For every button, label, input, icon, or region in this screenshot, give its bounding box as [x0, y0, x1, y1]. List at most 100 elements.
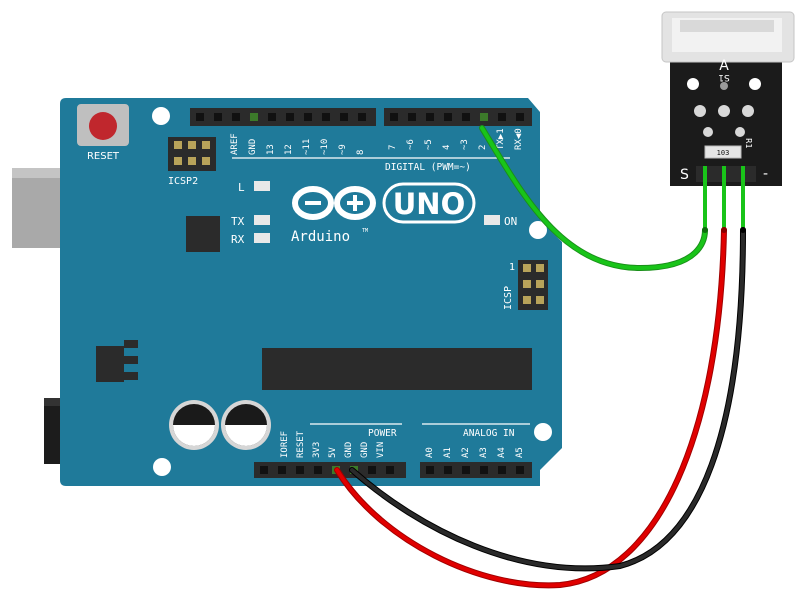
- header-pin-hole: [498, 113, 506, 121]
- pin-label: 7: [388, 145, 398, 150]
- icsp-header: [518, 260, 548, 310]
- pin-label: TX▶1: [496, 128, 506, 150]
- header-pin-hole: [386, 466, 394, 474]
- minus-icon: [305, 201, 321, 205]
- pin-label: ~6: [406, 139, 416, 150]
- header-pin-hole: [408, 113, 416, 121]
- pin-label: RESET: [296, 430, 306, 458]
- capacitor: [169, 400, 219, 450]
- trademark-label: TM: [362, 228, 368, 234]
- tilt-sensor-module: [661, 11, 795, 186]
- power-label: POWER: [368, 428, 397, 439]
- header-pin-hole: [462, 113, 470, 121]
- pin-label: A3: [479, 447, 489, 458]
- analog-header: [420, 462, 532, 478]
- header-pin-hole: [322, 113, 330, 121]
- brand-label: Arduino: [291, 229, 350, 245]
- header-pin-hole: [516, 113, 524, 121]
- mounting-hole: [153, 458, 171, 476]
- plus-icon: [347, 195, 363, 211]
- header-pin-hole: [340, 113, 348, 121]
- pin-label: A4: [497, 447, 507, 458]
- pin-label: ~5: [424, 139, 434, 150]
- reset-label: RESET: [87, 151, 120, 162]
- ground-wire-end: [740, 227, 746, 233]
- led-on: [484, 215, 500, 225]
- header-pin-hole: [368, 466, 376, 474]
- reset-button[interactable]: [77, 104, 129, 146]
- icsp-label: ICSP: [503, 286, 514, 310]
- icsp2-header: [168, 137, 216, 171]
- pin-label: ~11: [302, 139, 312, 155]
- pin-label: GND: [248, 139, 258, 155]
- mounting-hole: [534, 423, 552, 441]
- header-pin-hole: [358, 113, 366, 121]
- header-pin-hole: [232, 113, 240, 121]
- pin-label: AREF: [230, 133, 240, 155]
- led-tx: [254, 215, 270, 225]
- header-pin-hole: [278, 466, 286, 474]
- header-pin-hole: [250, 113, 258, 121]
- pin-label: 4: [442, 145, 452, 150]
- voltage-regulator: [96, 340, 138, 382]
- led-l: [254, 181, 270, 191]
- sensor-pcb: [670, 54, 782, 186]
- header-pin-hole: [214, 113, 222, 121]
- header-pin-hole: [426, 466, 434, 474]
- sensor-mount-hole: [749, 78, 761, 90]
- usb-chip: [186, 216, 220, 252]
- header-pin-hole: [390, 113, 398, 121]
- pin-label: RX◀0: [514, 128, 524, 150]
- header-pin-hole: [286, 113, 294, 121]
- header-pin-hole: [498, 466, 506, 474]
- sensor-resistor-label: R1: [744, 138, 753, 149]
- pin-label: 8: [356, 150, 366, 155]
- pin-label: IOREF: [280, 431, 290, 458]
- icsp2-label: ICSP2: [168, 176, 198, 187]
- pin-label: A1: [443, 447, 453, 458]
- header-pin-hole: [314, 466, 322, 474]
- arduino-infinity-logo: [292, 186, 376, 220]
- header-pin-hole: [296, 466, 304, 474]
- led-l-label: L: [238, 181, 245, 194]
- digital-header-left: [190, 108, 376, 126]
- pin-label: ~10: [320, 139, 330, 155]
- sensor-component-label: S1: [718, 72, 729, 82]
- pin-label: GND: [344, 442, 354, 458]
- pin-label: ~9: [338, 144, 348, 155]
- led-tx-label: TX: [231, 215, 245, 228]
- power-header: [254, 462, 406, 478]
- pin-label: ~3: [460, 139, 470, 150]
- header-pin-hole: [268, 113, 276, 121]
- uno-label: UNO: [393, 187, 465, 221]
- digital-header-right: [384, 108, 532, 126]
- header-pin-hole: [516, 466, 524, 474]
- header-pin-hole: [444, 466, 452, 474]
- sensor-legs: [703, 166, 745, 230]
- header-pin-hole: [260, 466, 268, 474]
- sensor-pin-s-label: S: [680, 167, 689, 183]
- sensor-resistor: [705, 146, 741, 158]
- header-pin-hole: [480, 113, 488, 121]
- pin-label: A0: [425, 447, 435, 458]
- pin-label: A5: [515, 447, 525, 458]
- pin-label: 12: [284, 144, 294, 155]
- led-rx-label: RX: [231, 233, 245, 246]
- header-pin-hole: [304, 113, 312, 121]
- power-wire-end: [721, 227, 727, 233]
- sensor-letter-a: A: [719, 58, 729, 74]
- header-pin-hole: [444, 113, 452, 121]
- led-on-label: ON: [504, 215, 517, 228]
- header-pin-hole: [426, 113, 434, 121]
- header-pin-hole: [462, 466, 470, 474]
- digital-label: DIGITAL (PWM=~): [385, 162, 471, 173]
- analog-label: ANALOG IN: [463, 428, 515, 439]
- pin-label: A2: [461, 447, 471, 458]
- mounting-hole: [152, 107, 170, 125]
- sensor-pin-minus-label: -: [763, 166, 768, 182]
- pin-label: 2: [478, 145, 488, 150]
- pin-label: 13: [266, 144, 276, 155]
- pin-label: 3V3: [312, 442, 322, 458]
- icsp-pin1-label: 1: [509, 262, 515, 273]
